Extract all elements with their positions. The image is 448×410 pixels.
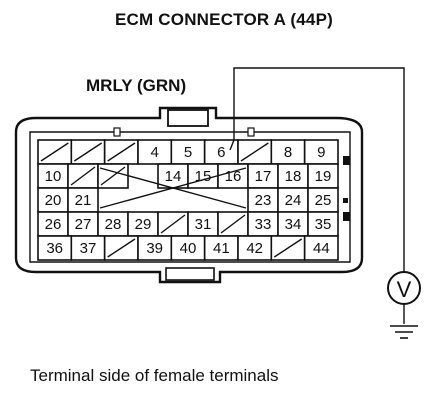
unused-terminal xyxy=(157,211,189,237)
terminal-cell: 34 xyxy=(277,211,309,237)
terminal-number: 8 xyxy=(284,144,292,161)
unused-terminal xyxy=(37,139,73,165)
blank-terminal-area xyxy=(99,167,247,209)
terminal-number: 10 xyxy=(45,168,62,185)
terminal-cell: 8 xyxy=(270,139,306,165)
terminal-cell: 39 xyxy=(137,235,173,261)
terminal-cell: 40 xyxy=(170,235,206,261)
terminal-cell: 17 xyxy=(247,163,279,189)
unused-terminal xyxy=(217,211,249,237)
connector-key xyxy=(165,267,215,281)
terminal-cell: 29 xyxy=(127,211,159,237)
terminal-cell: 5 xyxy=(170,139,206,165)
voltmeter-label: V xyxy=(397,277,412,302)
terminal-grid: 4 5 6 8 9 10 14 15 16 17 18 19 20 21 23 24 25 26 27 28 29 31 3… xyxy=(37,139,339,261)
diagram-title: ECM CONNECTOR A (44P) xyxy=(115,10,333,29)
terminal-cell: 37 xyxy=(70,235,106,261)
lock-tab xyxy=(247,127,255,137)
terminal-number: 40 xyxy=(180,240,197,257)
terminal-number: 42 xyxy=(246,240,263,257)
unused-terminal xyxy=(103,235,139,261)
terminal-number: 26 xyxy=(45,216,62,233)
terminal-cell: 35 xyxy=(307,211,339,237)
terminal-cell: 10 xyxy=(37,163,69,189)
terminal-number: 34 xyxy=(285,216,302,233)
connector-housing-inner xyxy=(29,131,351,263)
unused-terminal xyxy=(97,163,129,189)
terminal-cell: 41 xyxy=(203,235,239,261)
terminal-number: 18 xyxy=(285,168,302,185)
terminal-cell: 25 xyxy=(307,187,339,213)
probe-wire xyxy=(229,67,405,272)
terminal-number: 19 xyxy=(315,168,332,185)
terminal-cell: 27 xyxy=(67,211,99,237)
unused-terminal xyxy=(67,163,99,189)
terminal-number: 14 xyxy=(165,168,182,185)
wire-label: MRLY (GRN) xyxy=(86,76,187,95)
terminal-cell: 21 xyxy=(67,187,99,213)
terminal-number: 44 xyxy=(313,240,330,257)
diagram-caption: Terminal side of female terminals xyxy=(30,366,279,385)
terminal-number: 29 xyxy=(135,216,152,233)
terminal-cell: 4 xyxy=(137,139,173,165)
terminal-number: 6 xyxy=(217,144,225,161)
terminal-cell: 14 xyxy=(157,163,189,189)
unused-terminal xyxy=(270,235,306,261)
unused-terminal xyxy=(103,139,139,165)
terminal-cell: 44 xyxy=(303,235,339,261)
terminal-number: 21 xyxy=(75,192,92,209)
terminal-cell: 33 xyxy=(247,211,279,237)
terminal-cell: 23 xyxy=(247,187,279,213)
terminal-cell: 9 xyxy=(303,139,339,165)
terminal-cell: 28 xyxy=(97,211,129,237)
connector-housing xyxy=(14,106,364,284)
terminal-cell: 16 xyxy=(217,163,249,189)
terminal-number: 25 xyxy=(315,192,332,209)
terminal-number: 31 xyxy=(195,216,212,233)
terminal-cell: 24 xyxy=(277,187,309,213)
connector-latch xyxy=(167,109,209,127)
terminal-number: 36 xyxy=(46,240,63,257)
ground-icon xyxy=(390,325,418,339)
unused-terminal xyxy=(237,139,273,165)
lock-tab xyxy=(343,198,348,203)
terminal-number: 17 xyxy=(255,168,272,185)
terminal-number: 41 xyxy=(213,240,230,257)
lock-tab xyxy=(343,156,350,165)
unused-terminal xyxy=(70,139,106,165)
terminal-cell: 31 xyxy=(187,211,219,237)
lock-tab xyxy=(343,212,350,221)
terminal-cell: 42 xyxy=(237,235,273,261)
terminal-number: 9 xyxy=(317,144,325,161)
terminal-cell: 36 xyxy=(37,235,73,261)
terminal-number: 4 xyxy=(150,144,158,161)
terminal-number: 35 xyxy=(315,216,332,233)
terminal-number: 15 xyxy=(195,168,212,185)
terminal-number: 23 xyxy=(255,192,272,209)
terminal-number: 37 xyxy=(80,240,97,257)
terminal-cell: 20 xyxy=(37,187,69,213)
terminal-number: 27 xyxy=(75,216,92,233)
terminal-number: 5 xyxy=(184,144,192,161)
terminal-number: 28 xyxy=(105,216,122,233)
lock-tab xyxy=(113,127,121,137)
terminal-cell: 18 xyxy=(277,163,309,189)
terminal-cell: 26 xyxy=(37,211,69,237)
terminal-number: 24 xyxy=(285,192,302,209)
terminal-number: 39 xyxy=(146,240,163,257)
terminal-cell: 15 xyxy=(187,163,219,189)
terminal-number: 20 xyxy=(45,192,62,209)
terminal-number: 33 xyxy=(255,216,272,233)
terminal-cell: 19 xyxy=(307,163,339,189)
